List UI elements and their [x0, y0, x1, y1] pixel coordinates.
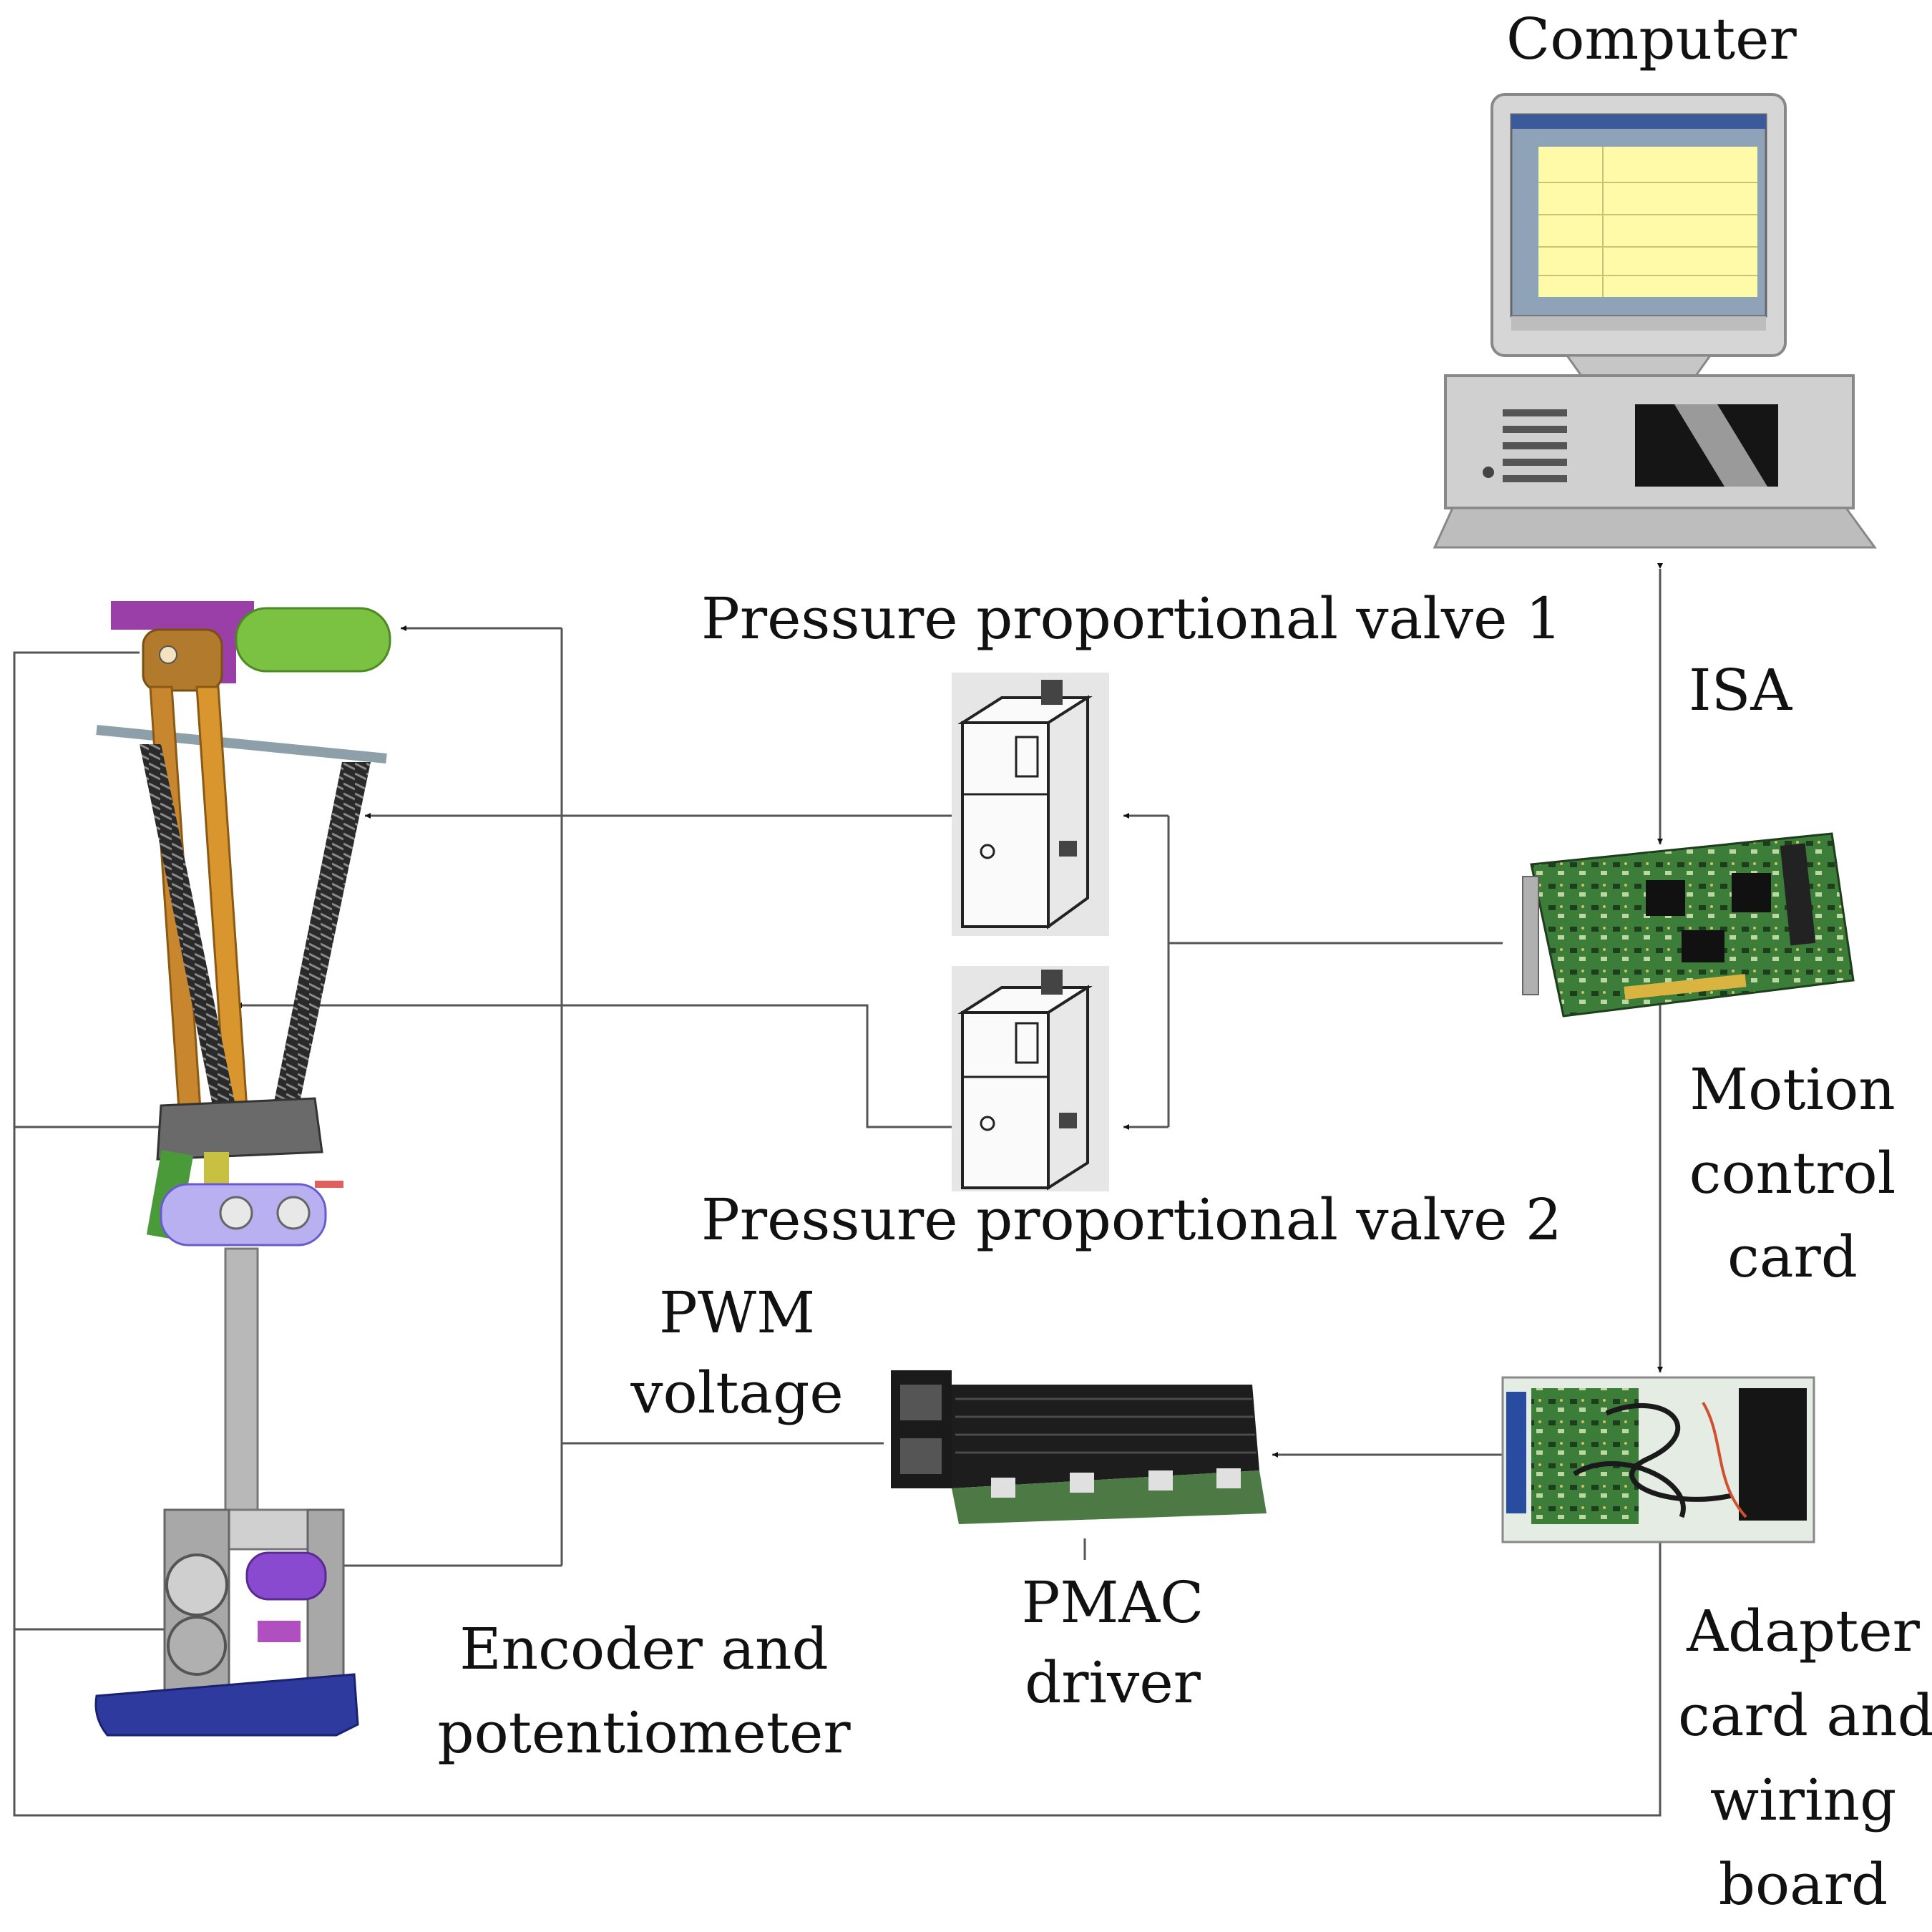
pmac-label-line2: driver — [1025, 1649, 1201, 1716]
encoder-label-line2: potentiometer — [437, 1699, 851, 1766]
adapter-board-icon — [1501, 1376, 1815, 1543]
isa-label: ISA — [1689, 657, 1792, 723]
motion-card-label-line3: card — [1727, 1224, 1858, 1290]
valve1-label: Pressure proportional valve 1 — [701, 585, 1562, 652]
pmac-label-line1: PMAC — [1021, 1569, 1204, 1636]
motion-card-label: Motion control card — [1678, 1061, 1907, 1286]
motion-card-label-line1: Motion — [1689, 1056, 1896, 1123]
pwm-label-line1: PWM — [659, 1279, 815, 1346]
leg-mechanism-icon — [94, 601, 391, 1737]
connection-lines — [13, 563, 1663, 1817]
encoder-label-line1: Encoder and — [459, 1616, 829, 1682]
pwm-label-line2: voltage — [630, 1360, 844, 1426]
adapter-label-line2: card and — [1678, 1682, 1932, 1749]
motion-card-label-line2: control — [1689, 1140, 1896, 1206]
pwm-label: PWM voltage — [623, 1284, 852, 1422]
valve2-to-muscle-line — [236, 1002, 962, 1128]
feedback-line — [13, 651, 1662, 1817]
adapter-label-line1: Adapter — [1687, 1598, 1920, 1664]
valve-icon — [952, 673, 1109, 936]
encoder-label: Encoder and potentiometer — [422, 1621, 866, 1762]
adapter-label-line4: board — [1718, 1851, 1888, 1918]
computer-label: Computer — [1506, 6, 1797, 72]
valve2-label: Pressure proportional valve 2 — [701, 1186, 1562, 1253]
adapter-label: Adapter card and wiring board — [1678, 1598, 1932, 1918]
motion-card-icon — [1522, 832, 1855, 1018]
computer-icon — [1433, 93, 1877, 549]
pmac-label: PMAC driver — [998, 1574, 1227, 1712]
adapter-label-line3: wiring — [1709, 1767, 1897, 1833]
valve-icon — [952, 966, 1109, 1191]
pmac-driver-icon — [891, 1370, 1267, 1524]
